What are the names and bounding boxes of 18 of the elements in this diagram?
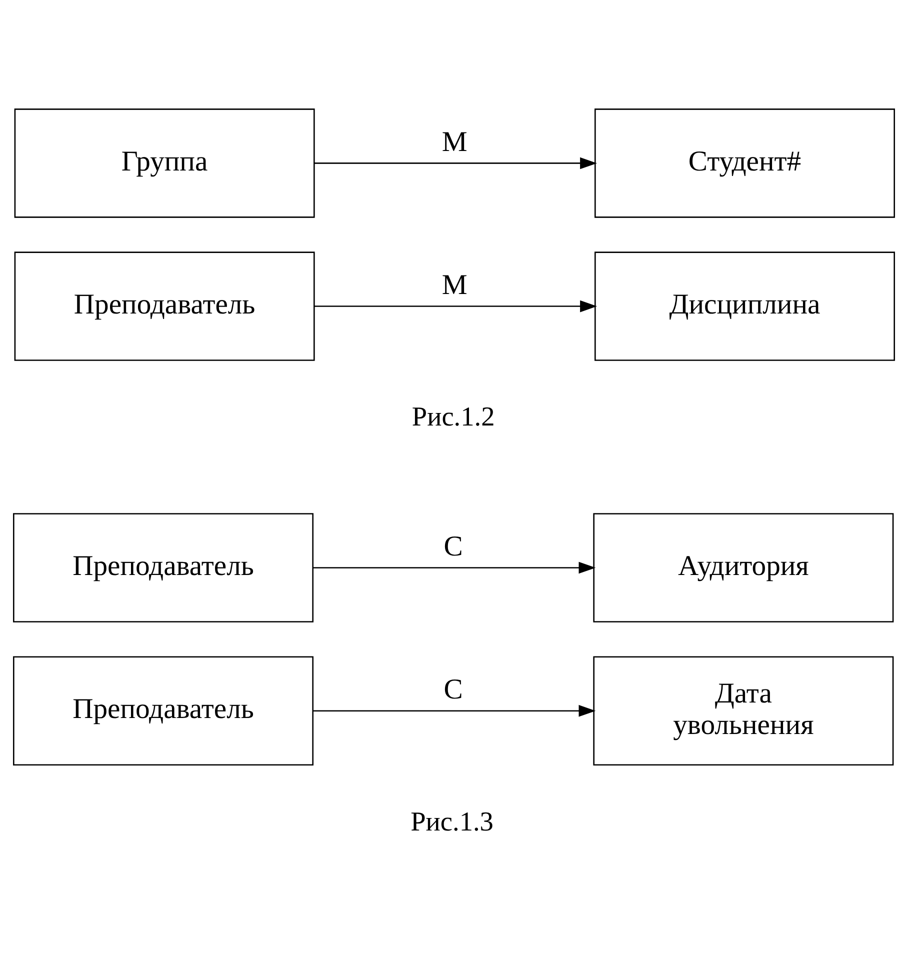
edge-label: С [444,674,463,706]
node-box: Аудитория [593,513,894,622]
node-box: Преподаватель [13,513,314,622]
node-box: Преподаватель [14,252,315,361]
arrow [314,157,597,170]
node-box: Преподаватель [13,656,314,766]
node-box: Дисциплина [594,252,895,361]
node-box: Группа [14,108,315,218]
edge-label: М [442,126,468,158]
arrow [313,704,596,717]
node-box: Дата увольнения [593,656,894,766]
label: Рис.1.3 [410,806,494,836]
label: Рис.1.2 [412,402,495,432]
arrow [313,562,596,574]
edge-label: С [444,532,463,563]
edge-label: М [442,270,468,302]
arrow [314,300,597,312]
node-box: Студент# [594,108,895,218]
